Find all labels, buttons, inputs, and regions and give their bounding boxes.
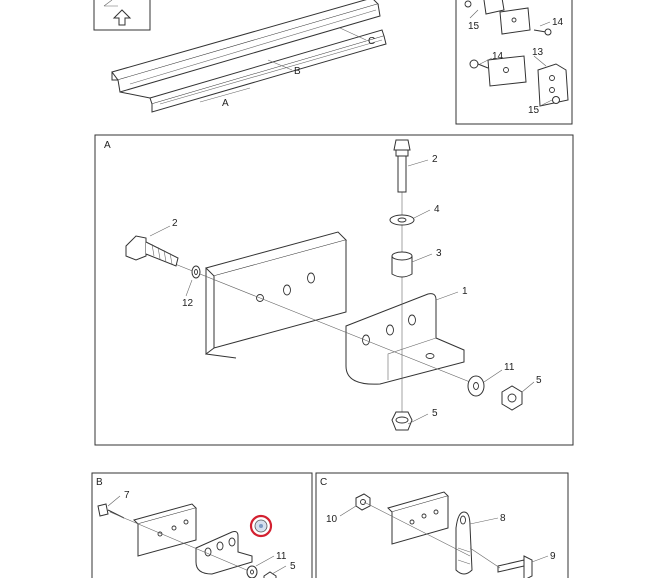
panel-b-label: B	[96, 477, 103, 488]
detail-panel-a: A	[94, 134, 574, 446]
detail-panel-c: C 10 8 9	[315, 472, 569, 578]
callout-5-b: 5	[290, 561, 296, 572]
callout-10: 10	[326, 514, 338, 525]
callout-12: 12	[182, 298, 194, 309]
callout-5-right: 5	[536, 375, 542, 386]
callout-15-top: 15	[468, 21, 480, 32]
panel-a-label: A	[104, 140, 111, 151]
callout-a: A	[222, 98, 229, 109]
callout-4: 4	[434, 204, 440, 215]
highlighted-part-marker[interactable]	[249, 514, 273, 538]
detail-panel-top-right: 15 14 14 13 15	[455, 0, 573, 125]
callout-7: 7	[124, 490, 130, 501]
callout-c: C	[368, 36, 375, 47]
callout-15-bottom: 15	[528, 105, 540, 116]
detail-panel-b: B 7 11 5	[91, 472, 313, 578]
callout-13: 13	[532, 47, 544, 58]
callout-2-horizontal-bolt: 2	[172, 218, 178, 229]
rail-drawing: C B A	[111, 0, 387, 113]
callout-9: 9	[550, 551, 556, 562]
callout-1: 1	[462, 286, 468, 297]
callout-14-top: 14	[552, 17, 564, 28]
callout-5-bottom: 5	[432, 408, 438, 419]
callout-2-vertical-bolt: 2	[432, 154, 438, 165]
up-arrow-icon	[112, 9, 132, 26]
panel-c-label: C	[320, 477, 327, 488]
callout-8: 8	[500, 513, 506, 524]
callout-b: B	[294, 66, 301, 77]
orientation-icon-box[interactable]	[93, 0, 151, 31]
callout-14-mid: 14	[492, 51, 504, 62]
callout-11-b: 11	[276, 551, 287, 562]
callout-3: 3	[436, 248, 442, 259]
callout-11: 11	[504, 362, 515, 373]
